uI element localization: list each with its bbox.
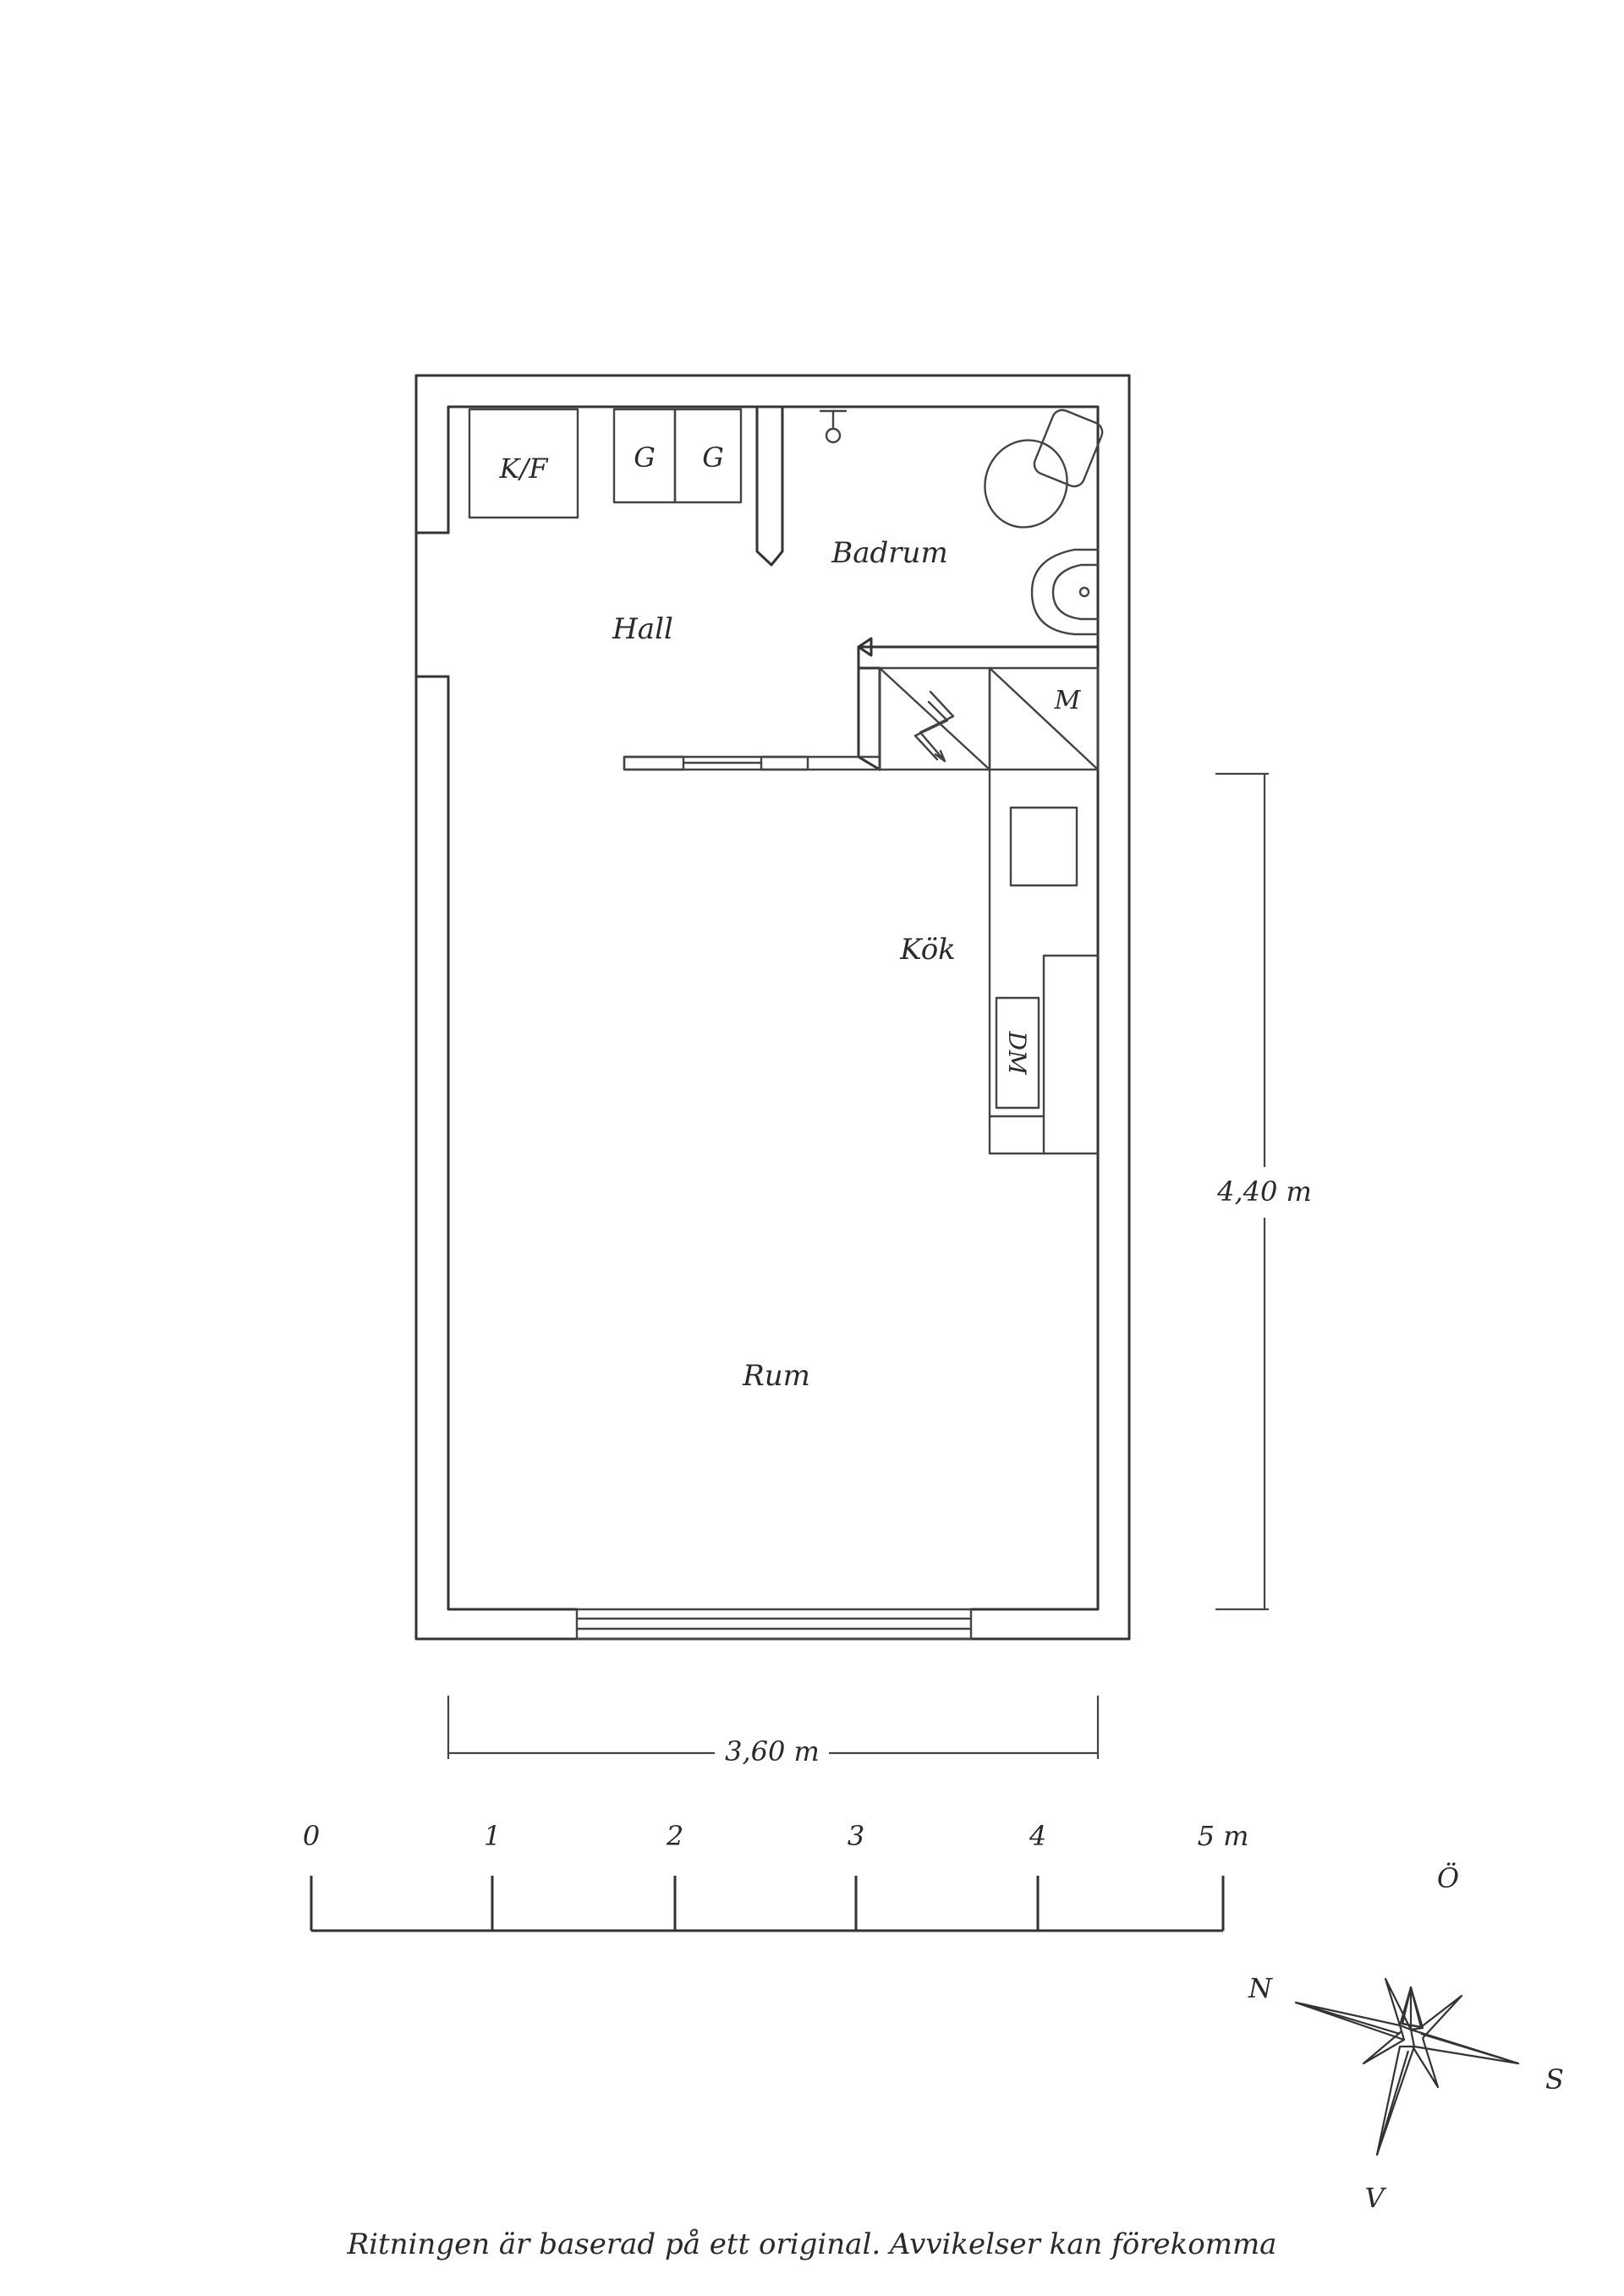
scale-bar: 0 1 2 3 4 5 m [303,1820,1249,1932]
dimension-height: 4,40 m [1215,772,1312,1611]
dishwasher-label: DM [1003,1030,1031,1075]
width-dimension-label: 3,60 m [725,1735,820,1767]
room-labels: Hall Badrum Kök Rum [612,536,956,1393]
fridge-freezer-box [468,408,579,519]
kitchen-upper-cabinets [878,666,1100,771]
compass-star-icon [1294,1977,1520,2156]
hall-cabinets [468,408,743,519]
hall-room-partition [623,666,881,771]
wardrobe-label-2: G [702,441,724,474]
room-label: Rum [742,1359,810,1393]
scale-tick-2: 2 [666,1820,683,1852]
bathroom-partition [755,405,1100,670]
dimension-width: 3,60 m [447,1696,1100,1767]
scale-tick-4: 4 [1029,1820,1046,1852]
scale-tick-5: 5 m [1198,1820,1249,1852]
scale-tick-1: 1 [484,1820,501,1852]
outer-walls [414,374,1131,1641]
toilet-icon [984,408,1104,529]
compass-rose: Ö N S V [1248,1862,1564,2214]
compass-north-label: N [1248,1972,1273,2004]
kitchen-label: Kök [899,933,956,967]
dishwasher-box [995,996,1040,1110]
hall-label: Hall [612,612,673,646]
wardrobe-box-2 [673,408,743,504]
fixture-labels: K/F G G M DM [499,441,1082,1076]
sink-icon [1030,548,1100,636]
shower-icon [819,409,848,444]
microwave-label: M [1054,686,1082,715]
wardrobe-label-1: G [634,441,656,474]
scale-tick-0: 0 [303,1820,320,1852]
kitchen-counter [988,768,1100,1155]
cabinet-diagonal [878,666,991,771]
compass-east-label: Ö [1437,1862,1459,1894]
compass-west-label: V [1364,2182,1386,2214]
height-dimension-label: 4,40 m [1216,1175,1312,1208]
bathroom-fixtures [819,408,1104,636]
bathroom-label: Badrum [831,536,947,570]
fridge-freezer-label: K/F [499,452,550,485]
scale-tick-3: 3 [848,1820,864,1852]
kitchen-sink-box [1009,806,1078,887]
disclaimer-text: Ritningen är baserad på ett original. Av… [347,2228,1277,2261]
compass-south-label: S [1545,2063,1564,2096]
